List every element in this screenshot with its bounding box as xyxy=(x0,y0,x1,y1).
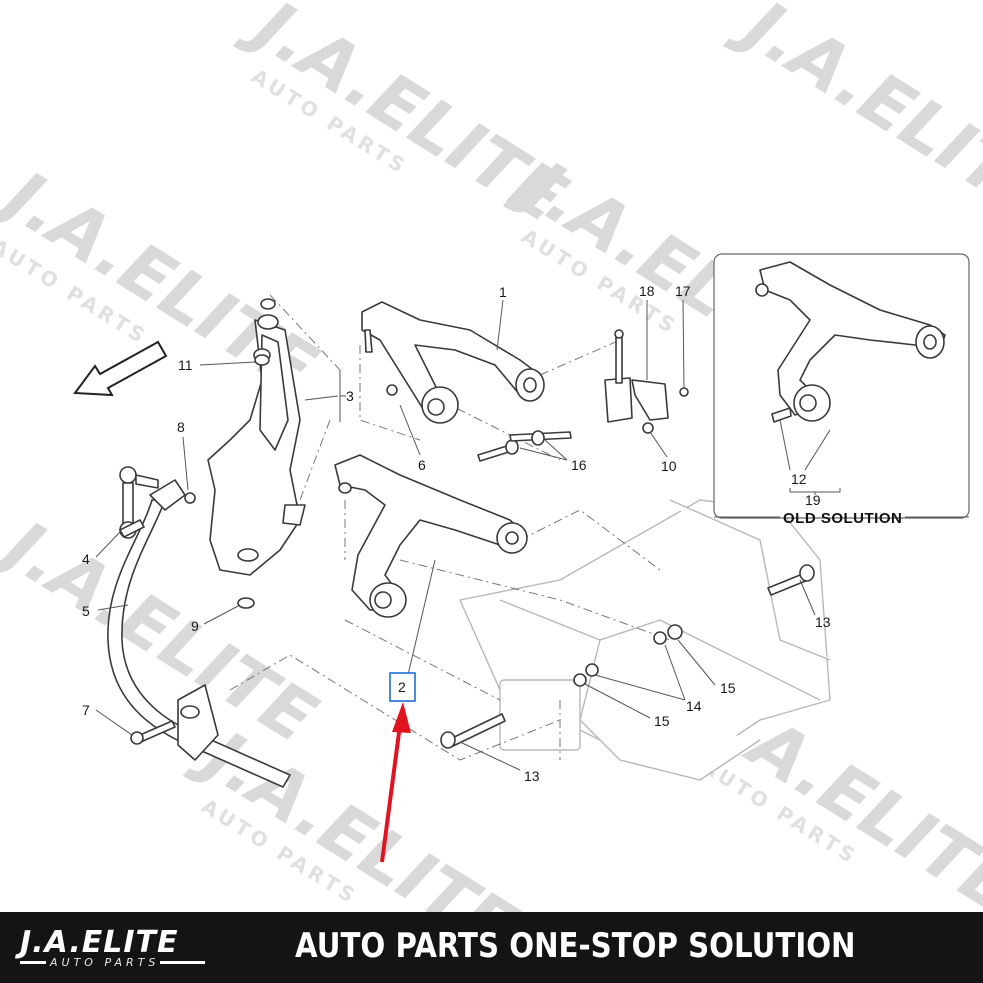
stabilizer-link xyxy=(119,466,159,539)
callout-2: 2 xyxy=(398,679,406,695)
callout-13: 13 xyxy=(524,768,540,784)
callout-13: 13 xyxy=(815,614,831,630)
logo-underline xyxy=(20,961,46,964)
callout-7: 7 xyxy=(82,702,90,718)
logo-text: J.A.ELITE xyxy=(20,925,179,960)
callout-19: 19 xyxy=(805,492,821,508)
watermark-text: J.A.ELITE xyxy=(721,0,983,239)
tagline: AUTO PARTS ONE-STOP SOLUTION xyxy=(295,926,856,966)
lower-control-arm xyxy=(334,454,528,618)
footer-banner: J.A.ELITE AUTO PARTS AUTO PARTS ONE-STOP… xyxy=(0,912,983,983)
red-pointer-arrowhead xyxy=(392,702,411,733)
callout-12: 12 xyxy=(791,471,807,487)
callout-17: 17 xyxy=(675,283,691,299)
logo-underline xyxy=(160,961,205,964)
subframe xyxy=(459,499,831,781)
old-solution-title: OLD SOLUTION xyxy=(783,510,902,527)
callout-1: 1 xyxy=(499,284,507,300)
callout-11: 11 xyxy=(178,357,193,373)
height-sensor xyxy=(604,329,669,423)
callout-8: 8 xyxy=(177,419,185,435)
callout-6: 6 xyxy=(418,457,426,473)
old-solution-inset: OLD SOLUTION xyxy=(713,253,970,527)
leader-lines xyxy=(95,299,816,771)
highlight-box xyxy=(389,672,416,702)
suspension-exploded-diagram: J.A.ELITE AUTO PARTS J.A.ELITE J.A.ELITE… xyxy=(0,0,983,912)
callout-9: 9 xyxy=(191,618,199,634)
logo-subtext: AUTO PARTS xyxy=(50,956,160,969)
callout-14: 14 xyxy=(686,698,702,714)
front-direction-arrow xyxy=(73,340,168,397)
callout-15: 15 xyxy=(654,713,670,729)
stabilizer-bar xyxy=(107,479,291,788)
red-pointer-arrow xyxy=(380,724,402,863)
callout-15: 15 xyxy=(720,680,736,696)
callout-4: 4 xyxy=(82,551,90,567)
callout-3: 3 xyxy=(346,388,354,404)
highlighted-callout: 2 xyxy=(380,672,416,863)
callout-10: 10 xyxy=(661,458,677,474)
callout-5: 5 xyxy=(82,603,90,619)
fasteners xyxy=(130,354,815,749)
callout-18: 18 xyxy=(639,283,655,299)
upper-control-arm xyxy=(361,301,545,424)
brand-logo: J.A.ELITE AUTO PARTS xyxy=(20,926,205,972)
callout-16: 16 xyxy=(571,457,587,473)
callouts: 1 3 6 18 17 10 16 11 8 4 5 9 7 13 15 14 … xyxy=(82,283,831,784)
